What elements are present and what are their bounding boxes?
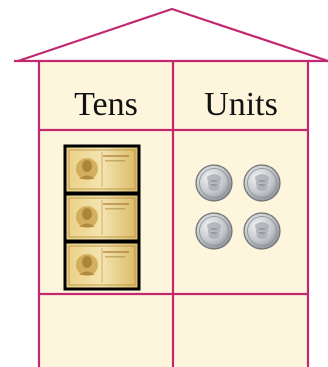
- ten-rupee-note-icon: [65, 194, 139, 241]
- one-rupee-coin-icon: [196, 213, 232, 249]
- ten-rupee-note-icon: [65, 242, 139, 289]
- header-tens: Tens: [74, 86, 138, 123]
- header-units: Units: [204, 86, 278, 123]
- one-rupee-coin-icon: [244, 165, 280, 201]
- ten-rupee-note-icon: [65, 146, 139, 193]
- one-rupee-coin-icon: [196, 165, 232, 201]
- one-rupee-coin-icon: [244, 213, 280, 249]
- tens-notes: [65, 146, 139, 289]
- roof: [18, 9, 328, 61]
